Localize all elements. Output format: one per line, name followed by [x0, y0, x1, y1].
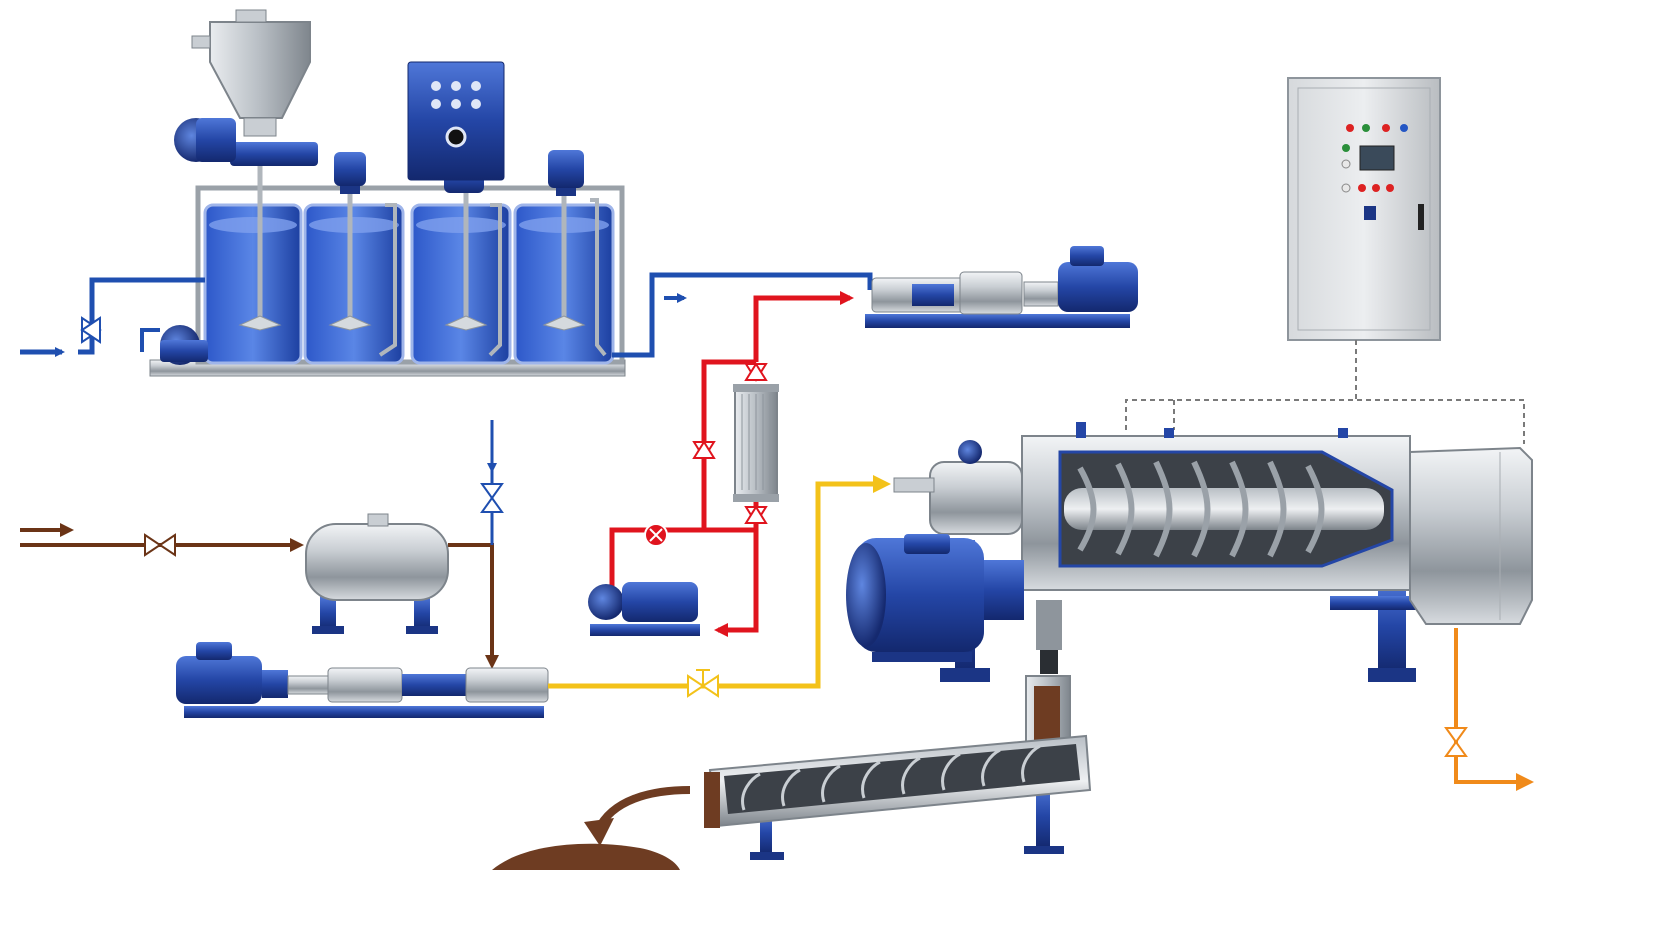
centrifuge-feed-line: [548, 475, 891, 698]
polymer-unit-frame: [195, 185, 625, 365]
cake-flow-arrow-icon: [584, 818, 614, 846]
cabinet-hmi-screen: [1359, 145, 1395, 171]
pressure-gauge-icon: [644, 523, 668, 547]
cabinet-main-switch: [1364, 206, 1376, 220]
agitator-motor-4: [548, 150, 584, 196]
plate-heat-exchanger: [733, 384, 779, 502]
agitator-impellers: [238, 315, 586, 331]
polymer-tank-1: [203, 203, 303, 365]
hot-water-circulation-pump: [588, 582, 700, 636]
feed-pump-motor-icon: [176, 642, 262, 704]
polymer-tank-2: [303, 203, 405, 365]
polymer-tank-3: [410, 203, 512, 365]
feed-pump-baseplate: [184, 706, 544, 718]
polymer-dosing-pump: [865, 246, 1138, 328]
agitator-motor-2: [334, 152, 366, 194]
agitator-shafts: [257, 165, 567, 320]
polymer-control-box: [407, 61, 505, 181]
polymer-solution-line: [612, 272, 873, 358]
pump-baseplate: [865, 314, 1130, 328]
circulation-pump-motor-icon: [622, 582, 698, 622]
cabinet-door-handle: [1418, 204, 1424, 230]
centrate-discharge-line: [1444, 628, 1534, 791]
centrate-valve-icon: [1444, 727, 1468, 757]
cake-pile: [492, 843, 680, 870]
heating-valve-bottom-icon: [744, 505, 768, 525]
polymer-transfer-pump: [160, 325, 208, 365]
sludge-feed-pump: [176, 642, 549, 718]
polymer-preparation-unit: [149, 9, 626, 377]
scroll-conveyor: [1064, 488, 1384, 530]
sludge-buffer-tank: [305, 513, 449, 634]
control-cabinet: [1287, 77, 1441, 341]
control-signal-lines: [1125, 340, 1525, 444]
water-inlet-line: [20, 277, 205, 357]
cake-screw-conveyor: [704, 734, 1092, 860]
decanter-centrifuge: [846, 422, 1533, 682]
feed-line-valve-icon: [687, 669, 719, 698]
water-inlet-valve-icon: [80, 316, 102, 344]
overflow-tubes: [378, 198, 607, 357]
cake-discharge-chute: [1025, 600, 1071, 747]
dilution-water-valve-icon: [480, 483, 504, 513]
dosing-pump-motor-icon: [1058, 246, 1138, 312]
sludge-inlet-valve-icon: [144, 533, 176, 557]
heating-valve-left-icon: [692, 440, 716, 460]
dilution-water-line: [480, 420, 504, 545]
centrifuge-drive-motor-icon: [846, 534, 1024, 662]
heating-valve-top-icon: [744, 362, 768, 382]
conveyor-flights: [741, 744, 1041, 811]
centrifuge-gearbox: [1409, 446, 1533, 625]
scroll-flights: [1077, 460, 1325, 558]
dosing-screw-feeder: [174, 118, 318, 166]
centrifuge-bearing-cap: [958, 440, 982, 464]
dewatered-cake-output: [492, 786, 691, 870]
heating-loop: [588, 291, 854, 637]
powder-hopper: [191, 9, 311, 137]
